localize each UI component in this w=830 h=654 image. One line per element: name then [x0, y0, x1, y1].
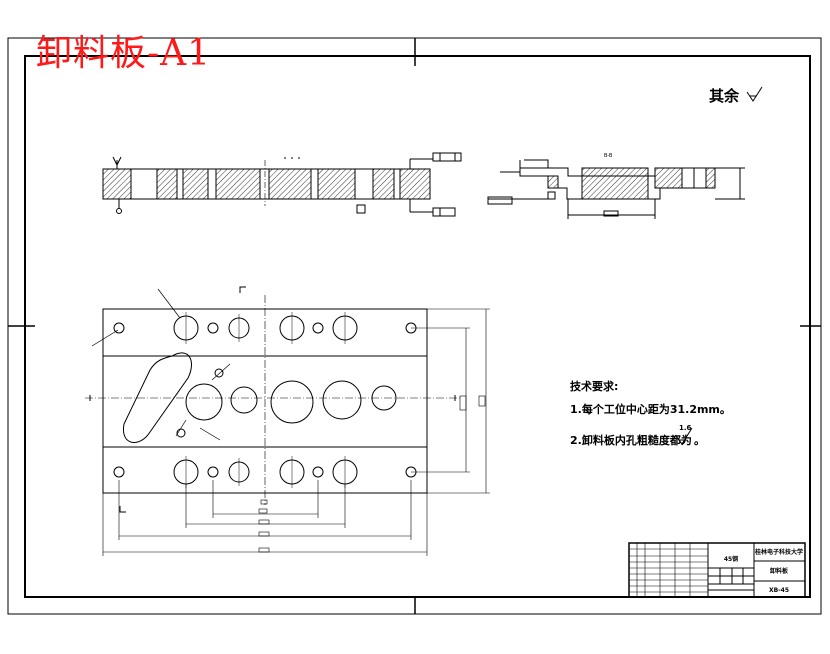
drawing-title: 卸料板-A1 [36, 33, 212, 74]
roughness-symbol-icon [746, 86, 763, 102]
title-block-part-name: 卸料板 [770, 567, 789, 575]
sheet-frame [7, 37, 822, 615]
tech-requirement-2: 2.卸料板内孔粗糙度都为 [570, 434, 692, 447]
tech-requirement-2-end: 。 [694, 434, 705, 447]
top-view [85, 286, 490, 556]
side-section-view: B-B [487, 153, 745, 219]
tech-requirement-1: 1.每个工位中心距为31.2mm。 [570, 403, 731, 416]
title-block-school: 桂林电子科技大学 [754, 548, 803, 556]
front-section-view [102, 152, 462, 217]
title-block [628, 542, 806, 598]
section-label-text: B-B [604, 153, 613, 159]
tech-roughness-icon [675, 427, 693, 445]
roughness-note: 其余 [709, 87, 740, 105]
title-block-material: 45钢 [724, 555, 738, 563]
tech-roughness-value: 1.6 [679, 424, 692, 432]
tech-requirements-heading: 技术要求: [570, 380, 619, 393]
title-block-drawing-number: XB-45 [769, 587, 789, 594]
